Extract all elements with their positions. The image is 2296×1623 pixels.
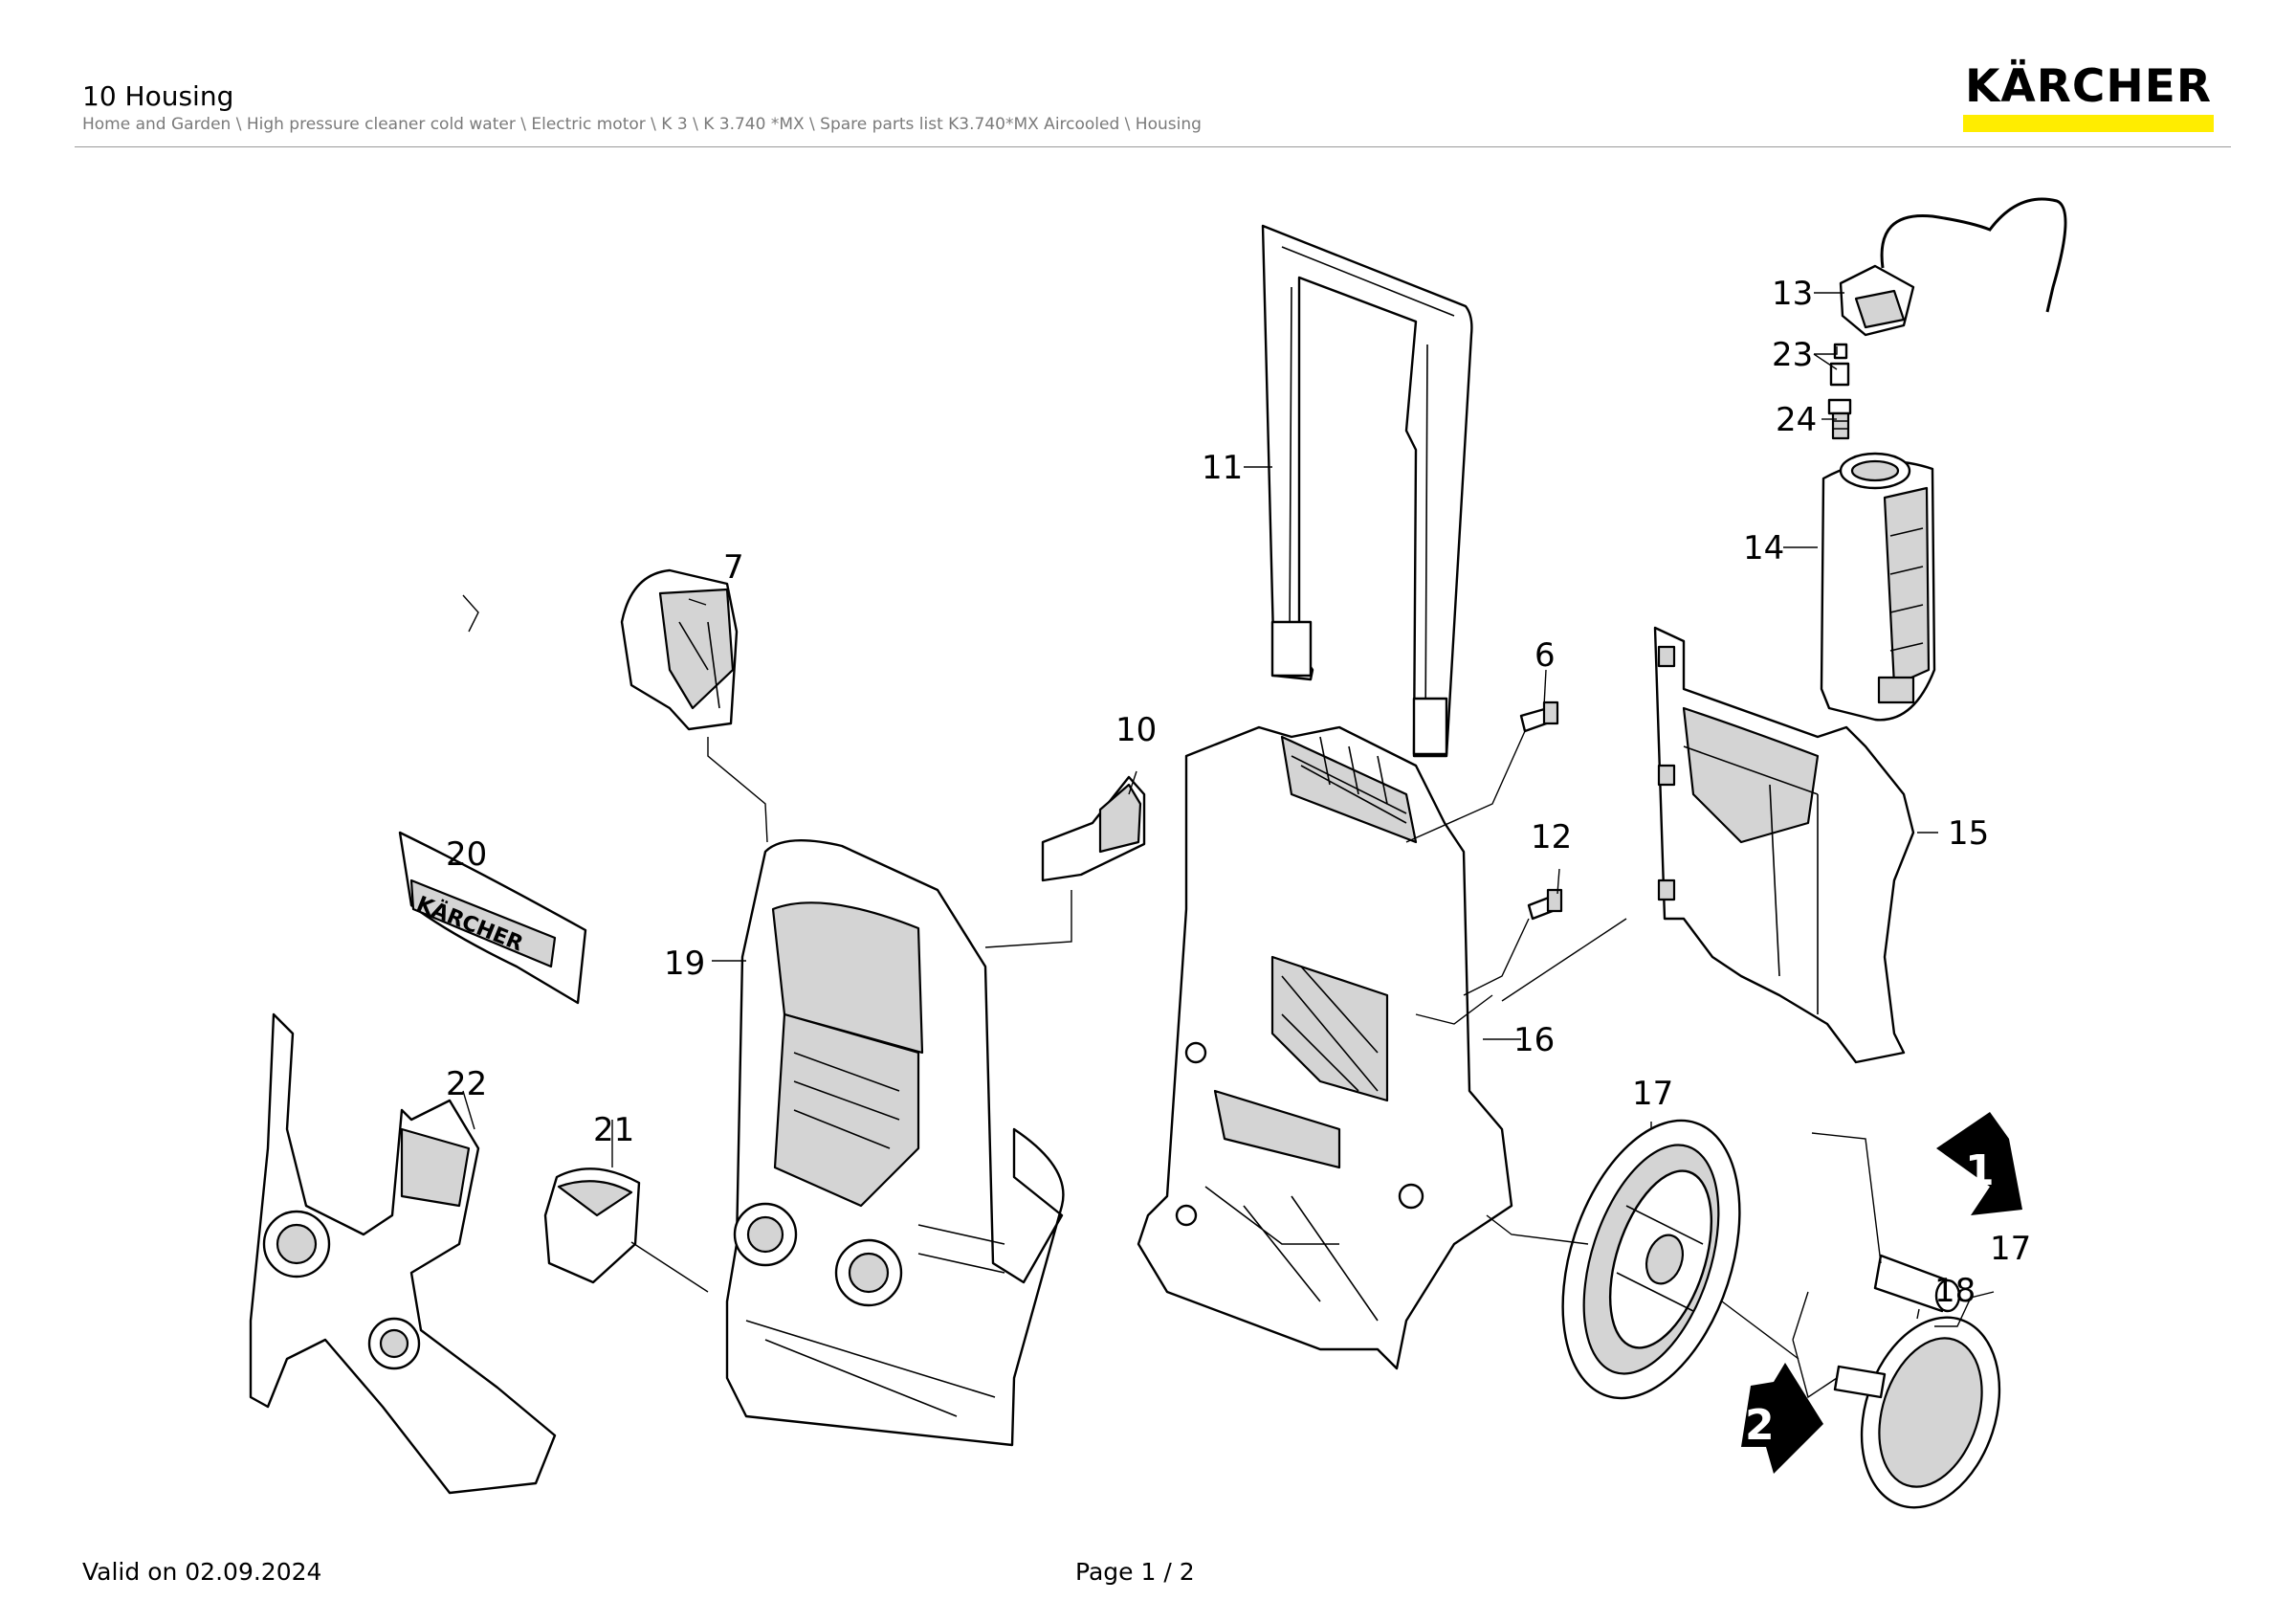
callout-7: 7 <box>723 548 744 587</box>
part-handle <box>1261 224 1473 758</box>
part-17-wheel <box>1561 1119 1741 1400</box>
page-number: Page 1 / 2 <box>1075 1558 1195 1586</box>
callout-21: 21 <box>593 1111 634 1149</box>
logo-yellow-bar <box>1963 115 2214 132</box>
callout-17-pin: 17 <box>1990 1230 2031 1268</box>
callout-14: 14 <box>1743 529 1784 567</box>
svg-text:2: 2 <box>1745 1401 1775 1450</box>
karcher-logo: KÄRCHER <box>1963 63 2214 132</box>
part-6-screw <box>1519 700 1559 733</box>
part-17-axle-pin <box>1873 1254 1961 1313</box>
callout-6: 6 <box>1534 636 1556 675</box>
page-title: 10 Housing <box>82 80 234 112</box>
callout-23: 23 <box>1772 336 1813 374</box>
callout-12: 12 <box>1531 818 1572 856</box>
callout-24: 24 <box>1776 401 1817 439</box>
part-21-holder <box>543 1167 641 1284</box>
step-arrow-1-icon: 1 <box>1936 1112 2022 1215</box>
part-7-cover <box>620 568 739 731</box>
callout-13: 13 <box>1772 275 1813 313</box>
part-14-detergent-tank <box>1820 452 1936 722</box>
callout-11: 11 <box>1202 449 1243 487</box>
callout-labels: 7 20 19 22 21 10 11 6 12 16 17 13 23 24 … <box>446 275 2031 1310</box>
part-19-front-housing <box>725 839 1065 1447</box>
part-16-chassis <box>1137 725 1513 1370</box>
callout-10: 10 <box>1115 711 1157 749</box>
breadcrumb: Home and Garden \ High pressure cleaner … <box>82 115 1202 134</box>
valid-date: Valid on 02.09.2024 <box>82 1558 322 1586</box>
part-15-rear-holder <box>1653 626 1915 1064</box>
svg-text:1: 1 <box>1965 1146 1995 1195</box>
logo-wordmark: KÄRCHER <box>1964 60 2213 113</box>
part-23-seal <box>1829 343 1850 387</box>
leader-lines <box>462 292 1995 1399</box>
callout-17-wheel: 17 <box>1632 1075 1673 1113</box>
callout-16: 16 <box>1513 1021 1555 1059</box>
part-12-screw <box>1527 888 1563 921</box>
step-arrow-2-icon: 2 <box>1741 1363 1823 1474</box>
callout-22: 22 <box>446 1065 487 1103</box>
callout-15: 15 <box>1948 814 1989 853</box>
callout-18: 18 <box>1934 1272 1976 1310</box>
part-13-hose-cap <box>1839 197 2067 337</box>
part-20-badge: KÄRCHER <box>398 831 587 1005</box>
part-22-base <box>249 1012 557 1495</box>
callout-20: 20 <box>446 835 487 874</box>
part-18-hubcap <box>1833 1316 2001 1509</box>
part-10-clip <box>1041 775 1146 882</box>
header-divider <box>75 146 2231 147</box>
callout-19: 19 <box>664 945 705 983</box>
